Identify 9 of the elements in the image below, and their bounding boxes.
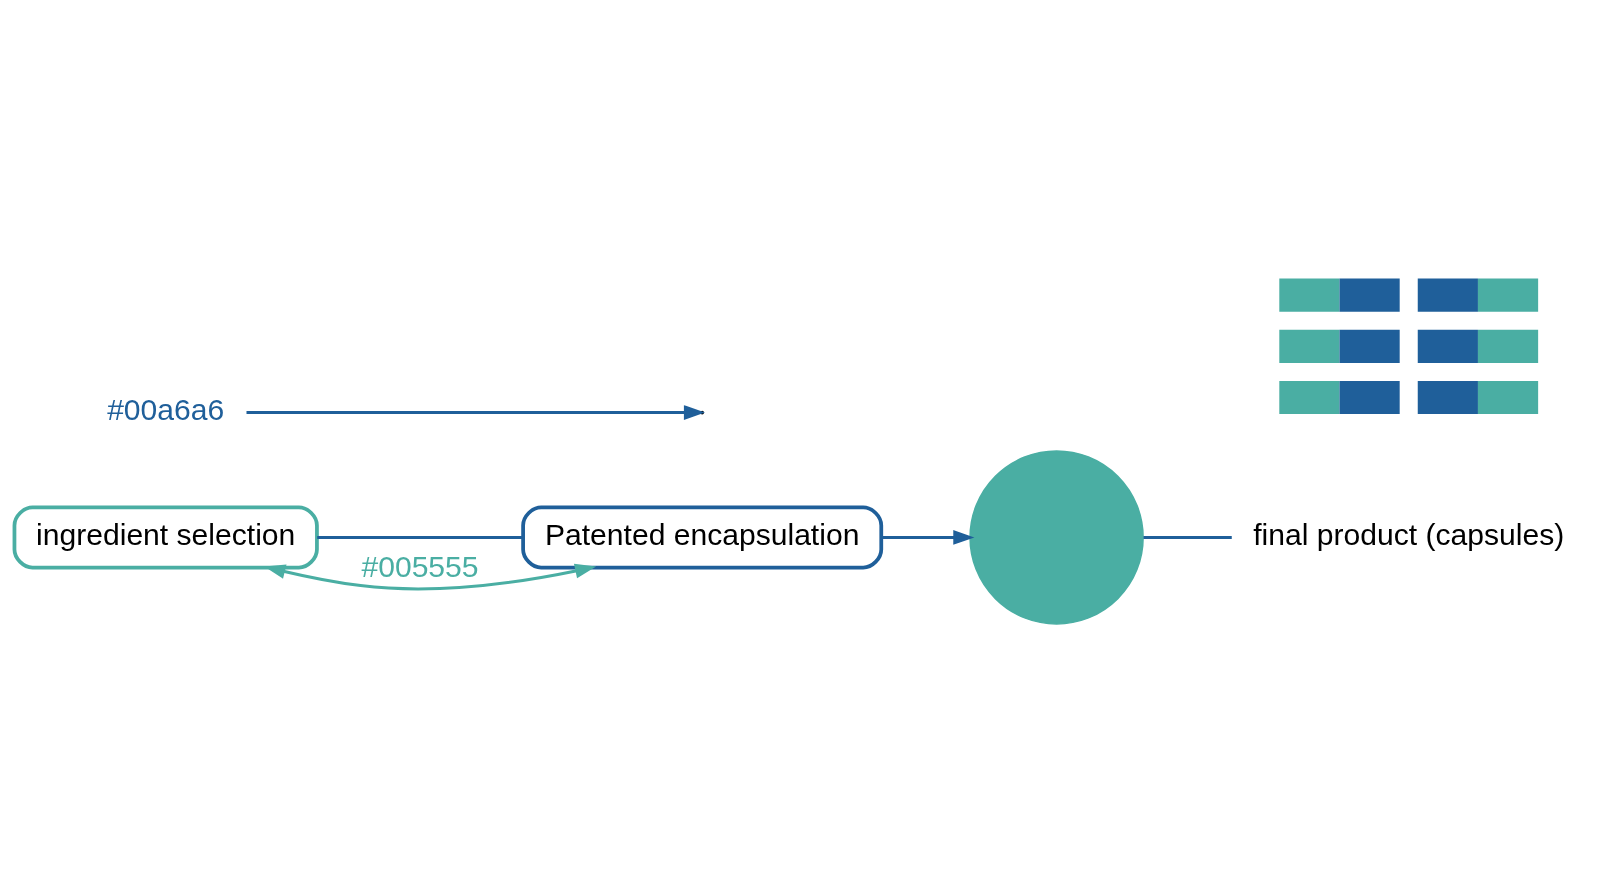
node-box: ingredient selection: [12, 504, 319, 569]
connector: [1143, 535, 1232, 539]
node-text: final product (capsules): [1253, 517, 1565, 551]
arrow: [881, 529, 975, 545]
node-circle: [969, 449, 1144, 625]
node-text: #00a6a6: [107, 392, 225, 426]
node-box: Patented encapsulation: [521, 504, 884, 569]
edge-label: #005555: [361, 549, 479, 583]
connector: [317, 535, 523, 539]
